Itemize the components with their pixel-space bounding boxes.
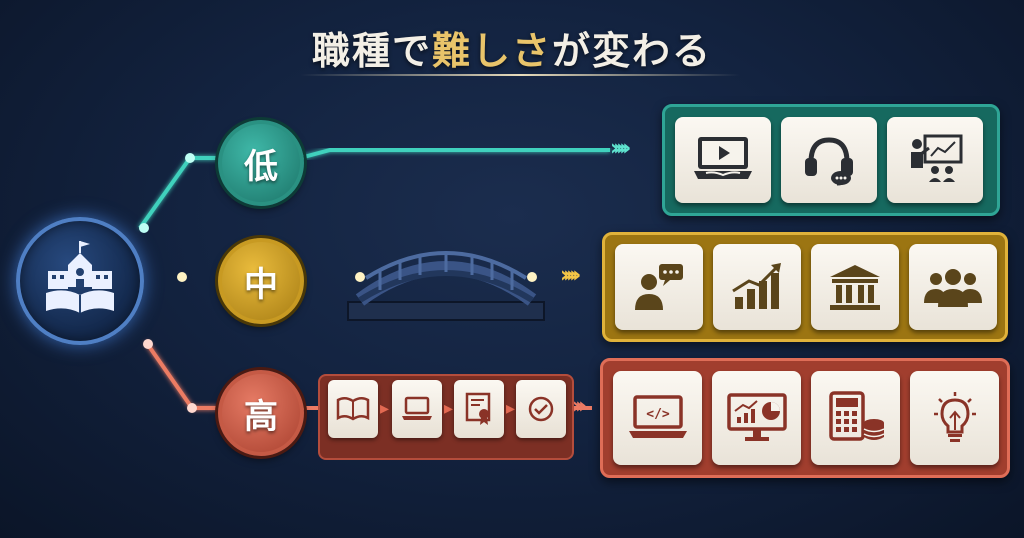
step-certification — [454, 380, 504, 438]
tile-accounting — [811, 371, 900, 465]
low-difficulty-panel — [662, 104, 1000, 216]
tile-online-course — [675, 117, 771, 203]
headset-support-icon — [805, 137, 853, 186]
bridge-icon — [347, 251, 545, 321]
level-high-node: 高 — [218, 370, 304, 456]
person-speech-bubble-icon — [635, 264, 683, 310]
certificate-icon — [465, 392, 491, 425]
step-arrow-icon: ▸ — [506, 398, 516, 419]
school-building-book-icon — [46, 241, 114, 313]
step-study — [328, 380, 378, 438]
growth-chart-icon — [732, 263, 781, 309]
tile-sales — [615, 244, 703, 330]
step-arrow-icon: ▸ — [444, 398, 454, 419]
team-group-icon — [924, 269, 982, 307]
tile-teaching — [887, 117, 983, 203]
title-highlight: 難しさ — [431, 28, 552, 73]
checkmark-badge-icon — [528, 396, 554, 422]
teacher-presentation-icon — [911, 134, 963, 182]
tile-call-support — [781, 117, 877, 203]
tile-finance — [811, 244, 899, 330]
title-part-1: 職種で — [311, 28, 432, 73]
high-steps-strip: ▸ ▸ ▸ — [318, 374, 574, 460]
laptop-video-course-icon — [694, 137, 752, 179]
chevron-arrows-mid-icon: ››››› — [560, 263, 581, 288]
step-complete — [516, 380, 566, 438]
svg-text:</>: </> — [646, 407, 670, 422]
analytics-monitor-icon — [726, 393, 787, 441]
step-practice — [392, 380, 442, 438]
calculator-coins-icon — [828, 391, 884, 441]
level-mid-node: 中 — [218, 238, 304, 324]
tile-data-analysis — [712, 371, 801, 465]
level-low-node: 低 — [218, 120, 304, 206]
school-hub — [16, 217, 144, 345]
step-arrow-icon: ▸ — [380, 398, 390, 419]
tile-programming: </> — [613, 371, 702, 465]
tile-marketing — [713, 244, 801, 330]
laptop-icon — [402, 396, 432, 420]
high-difficulty-panel: </> — [600, 358, 1010, 478]
mid-difficulty-panel — [602, 232, 1008, 342]
tile-management — [909, 244, 997, 330]
laptop-code-icon: </> — [628, 395, 687, 438]
bank-building-icon — [830, 265, 880, 310]
open-book-icon — [336, 397, 370, 421]
title-part-3: が変わる — [552, 28, 713, 73]
lightbulb-idea-icon — [933, 392, 976, 442]
tile-planning — [910, 371, 999, 465]
chevron-arrows-low-icon: ››››› — [610, 136, 631, 161]
title-underline — [300, 74, 740, 76]
page-title: 職種で難しさが変わる — [0, 20, 1024, 75]
